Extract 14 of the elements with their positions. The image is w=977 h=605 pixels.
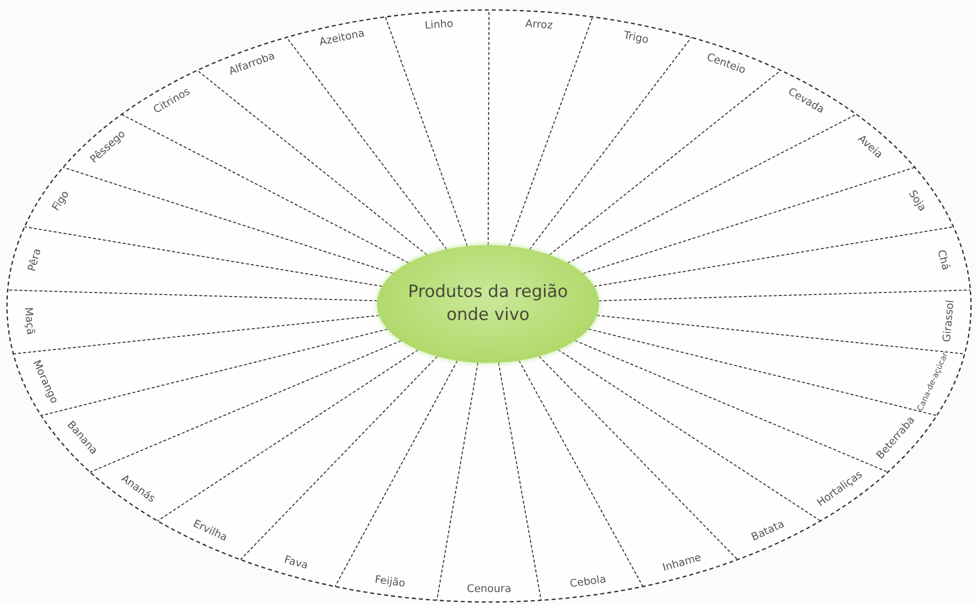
sector-label: Pêra: [26, 248, 43, 273]
sector-label: Chá: [936, 249, 951, 272]
sector-label: Fava: [282, 554, 309, 571]
sector-label: Arroz: [524, 18, 553, 32]
sector-label: Cebola: [569, 574, 607, 590]
center-title: Produtos da região onde vivo: [407, 281, 569, 327]
sector-label: Linho: [424, 18, 454, 32]
sector-label: Feijão: [374, 574, 406, 590]
sector-label: Girassol: [942, 300, 956, 343]
sector-label: Inhame: [662, 552, 703, 573]
sector-label: Trigo: [622, 30, 650, 46]
sector-label: Azeitona: [318, 28, 366, 48]
sector-label: Cenoura: [466, 583, 512, 594]
sector-label: Maçã: [22, 307, 36, 336]
